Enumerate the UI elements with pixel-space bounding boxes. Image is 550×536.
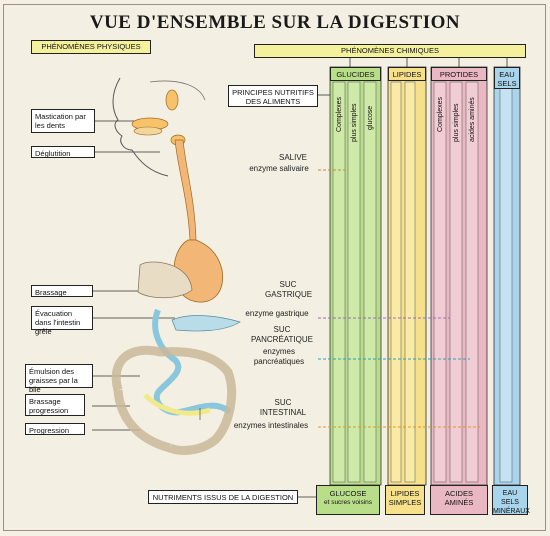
result-glucose-title: GLUCOSE [329, 489, 367, 498]
suc-gastrique-label: SUC GASTRIQUE [265, 280, 313, 299]
step-deglutition: Déglutition [31, 146, 95, 158]
results-label: NUTRIMENTS ISSUS DE LA DIGESTION [148, 490, 298, 504]
intestinal-enzymes-label: enzymes intestinales [233, 421, 309, 430]
suc-pancreatique-label: SUC PANCRÉATIQUE [251, 325, 313, 344]
glucides-header: GLUCIDES [330, 67, 381, 81]
pancreatic-enzymes-label: enzymes pancréatiques [253, 347, 305, 366]
suc-intestinal-label: SUC INTESTINAL [259, 398, 307, 417]
physical-header: PHÉNOMÈNES PHYSIQUES [31, 40, 151, 54]
result-glucose: GLUCOSE et sucres voisins [316, 485, 380, 515]
result-glucose-sub: et sucres voisins [323, 499, 373, 506]
step-brassage-progression: Brassage progression [25, 394, 85, 416]
eau-header: EAU SELS [494, 67, 520, 89]
step-evacuation: Évacuation dans l'intestin grêle [31, 306, 93, 336]
salive-label: SALIVE [278, 153, 307, 162]
step-mastication: Mastication par les dents [31, 109, 95, 133]
salive-enzyme-label: enzyme salivaire [249, 164, 309, 173]
gastric-enzyme-label: enzyme gastrique [245, 309, 309, 318]
nutrients-label: PRINCIPES NUTRITIFS DES ALIMENTS [228, 85, 318, 107]
protides-header: PROTIDES [431, 67, 487, 81]
lipides-header: LIPIDES [388, 67, 426, 81]
step-brassage: Brassage [31, 285, 93, 297]
chemical-header: PHÉNOMÈNES CHIMIQUES [254, 44, 526, 58]
page-title: VUE D'ENSEMBLE SUR LA DIGESTION [89, 12, 461, 33]
step-progression: Progression [25, 423, 85, 435]
result-eau: EAU SELS MINÉRAUX [492, 485, 530, 515]
step-emulsion: Émulsion des graisses par la bile [25, 364, 93, 394]
result-lipides: LIPIDES SIMPLES [385, 485, 425, 515]
result-acides: ACIDES AMINÉS [430, 485, 488, 515]
